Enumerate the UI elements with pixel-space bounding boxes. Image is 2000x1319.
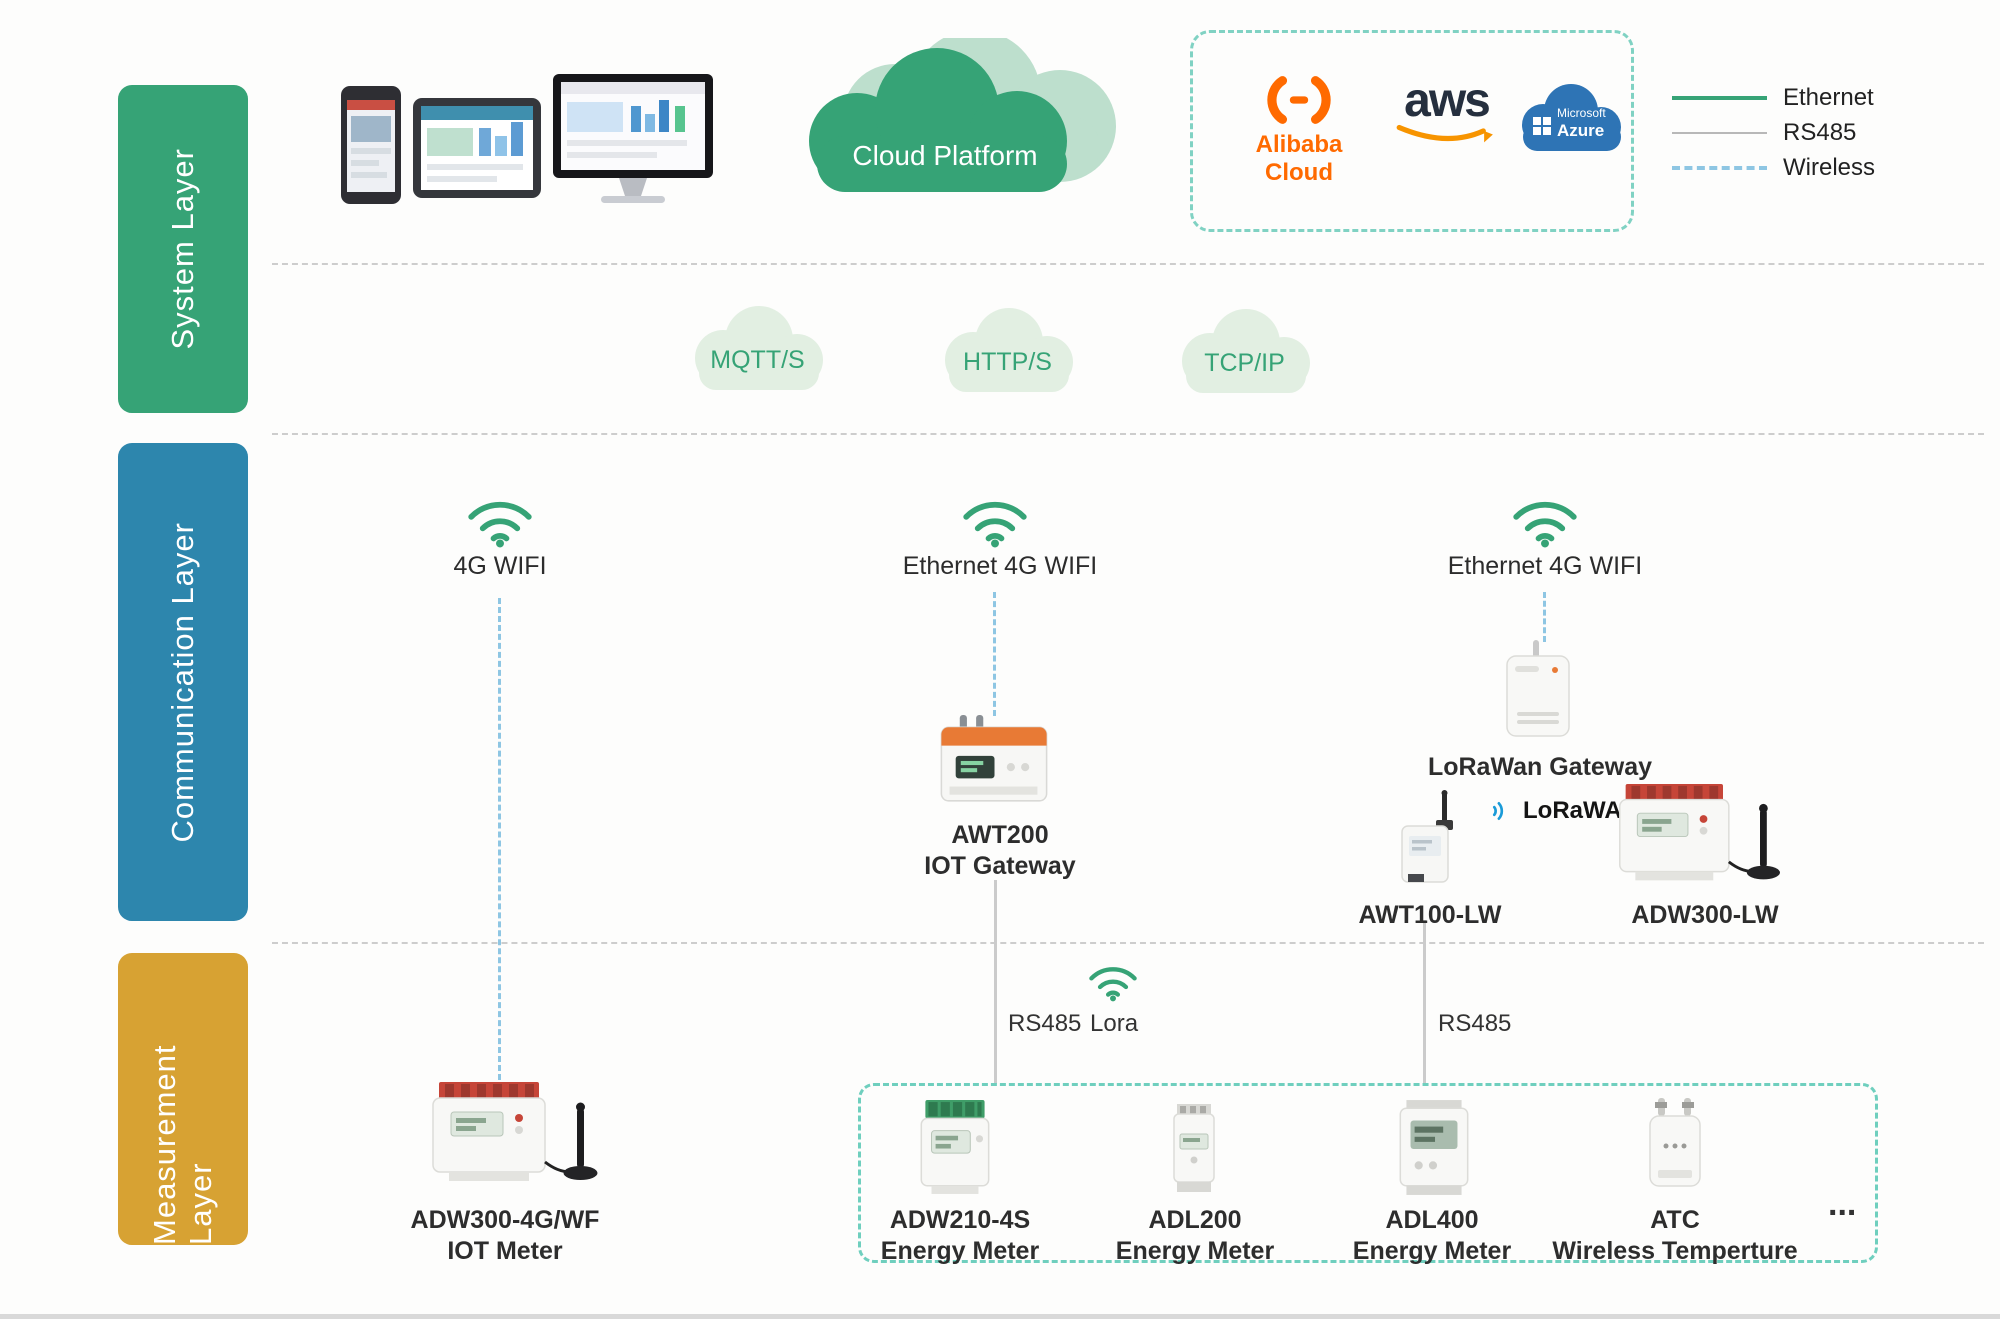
awt200-desc: IOT Gateway [924, 851, 1076, 880]
alibaba-cloud-icon [1267, 76, 1331, 124]
measurement-layer-label: Measurement Layer [147, 1044, 218, 1245]
azure-logo: Microsoft Azure [1509, 75, 1627, 155]
adw300lw-device-image [1619, 783, 1780, 881]
legend-rs485-label: RS485 [1783, 118, 1857, 146]
awt100-label: AWT100-LW [1358, 901, 1502, 929]
wifi-icon [963, 501, 1027, 548]
rs485-link-line [994, 880, 997, 1084]
adw300-desc: IOT Meter [447, 1236, 563, 1265]
protocol-cloud-http: HTTP/S [925, 300, 1090, 400]
wireless-line-sample [1672, 165, 1767, 170]
cloud-platform: Cloud Platform [735, 38, 1155, 223]
rs485-left-label: RS485 [1008, 1010, 1082, 1037]
windows-icon [1533, 117, 1551, 135]
awt200-name: AWT200 [951, 821, 1049, 849]
wifi-left-label: 4G WIFI [453, 552, 547, 580]
atc-device-image [1649, 1098, 1701, 1187]
wireless-link-line [498, 598, 501, 1080]
legend-row-wireless: Wireless [1672, 150, 1875, 185]
protocol-cloud-tcpip: TCP/IP [1162, 301, 1327, 401]
legend-row-rs485: RS485 [1672, 115, 1875, 150]
client-devices-image [341, 74, 713, 204]
adw300lw-label: ADW300-LW [1631, 901, 1779, 929]
atc-desc: Wireless Temperture [1552, 1236, 1798, 1265]
http-label: HTTP/S [963, 348, 1052, 376]
legend-wireless-label: Wireless [1783, 153, 1876, 181]
alibaba-cloud-label: Alibaba Cloud [1255, 131, 1343, 186]
legend: Ethernet RS485 Wireless [1672, 80, 1875, 185]
legend-row-ethernet: Ethernet [1672, 80, 1875, 115]
adl200-name: ADL200 [1148, 1206, 1242, 1234]
phone-icon [341, 86, 401, 204]
wifi-icon [468, 501, 532, 548]
adw300-device-image [432, 1082, 598, 1181]
tcpip-label: TCP/IP [1204, 349, 1285, 377]
layer-separator [272, 263, 1984, 265]
wireless-link-line [993, 592, 996, 716]
protocol-cloud-mqtt: MQTT/S [675, 298, 840, 398]
adw300-label: ADW300-4G/WF IOT Meter [390, 1205, 620, 1266]
monitor-icon [553, 74, 713, 203]
aws-smile-icon [1396, 124, 1493, 143]
wifi-right-label: Ethernet 4G WIFI [1447, 552, 1643, 580]
tablet-icon [413, 98, 541, 198]
cloud-icon [945, 308, 1073, 392]
meter-group-box [858, 1083, 1878, 1263]
aws-label: aws [1404, 74, 1491, 127]
wifi-mid-label: Ethernet 4G WIFI [902, 552, 1098, 580]
adw210-desc: Energy Meter [880, 1236, 1040, 1265]
awt200-device-image [940, 715, 1048, 802]
system-layer-pill: System Layer [118, 85, 248, 413]
communication-layer-pill: Communication Layer [118, 443, 248, 921]
cloud-icon [695, 306, 823, 390]
layer-separator [272, 433, 1984, 435]
rs485-link-line [1423, 920, 1426, 1084]
wireless-link-line [1543, 592, 1546, 642]
adw300-name: ADW300-4G/WF [410, 1206, 600, 1234]
adl400-desc: Energy Meter [1352, 1236, 1512, 1265]
wifi-icon [1513, 501, 1577, 548]
mqtt-label: MQTT/S [710, 346, 805, 374]
layer-separator [272, 942, 1984, 944]
cloud-platform-label: Cloud Platform [852, 140, 1038, 171]
lorawan-gateway-label: LoRaWan Gateway [1427, 753, 1653, 781]
cloud-providers-box: Alibaba Cloud aws [1190, 30, 1634, 232]
lorawan-gateway-image [1506, 640, 1570, 737]
lorawan-signal-icon [1492, 802, 1504, 820]
adl200-desc: Energy Meter [1115, 1236, 1275, 1265]
atc-name: ATC [1650, 1206, 1700, 1234]
ethernet-line-sample [1672, 95, 1767, 100]
adl400-name: ADL400 [1385, 1206, 1479, 1234]
meter-label: ADL400 Energy Meter [1332, 1205, 1532, 1266]
system-layer-label: System Layer [165, 148, 200, 350]
rs485-right-label: RS485 [1438, 1010, 1512, 1037]
alibaba-cloud-logo: Alibaba Cloud [1219, 73, 1379, 187]
meter-label: ADL200 Energy Meter [1095, 1205, 1295, 1266]
adw210-name: ADW210-4S [889, 1206, 1031, 1234]
meter-label: ADW210-4S Energy Meter [860, 1205, 1060, 1266]
azure-cloud-icon [1522, 84, 1621, 151]
adw210-device-image [920, 1100, 990, 1194]
adl200-device-image [1173, 1104, 1215, 1192]
adl400-device-image [1399, 1100, 1469, 1195]
bottom-edge-bar [0, 1314, 2000, 1319]
wifi-icon [1089, 967, 1137, 1002]
awt200-label: AWT200 IOT Gateway [885, 820, 1115, 881]
meter-label: ATC Wireless Temperture [1540, 1205, 1810, 1266]
lora-label: Lora [1090, 1010, 1139, 1037]
communication-layer-label: Communication Layer [165, 521, 200, 843]
measurement-layer-pill: Measurement Layer [118, 953, 248, 1245]
awt100-device-image [1401, 790, 1453, 883]
aws-logo: aws [1389, 77, 1504, 146]
legend-ethernet-label: Ethernet [1783, 83, 1874, 111]
cloud-icon [1182, 309, 1310, 393]
rs485-line-sample [1672, 131, 1767, 134]
more-devices-ellipsis: ... [1828, 1185, 1857, 1223]
azure-label: Microsoft Azure [1557, 106, 1606, 140]
cloud-platform-icon [809, 38, 1116, 192]
